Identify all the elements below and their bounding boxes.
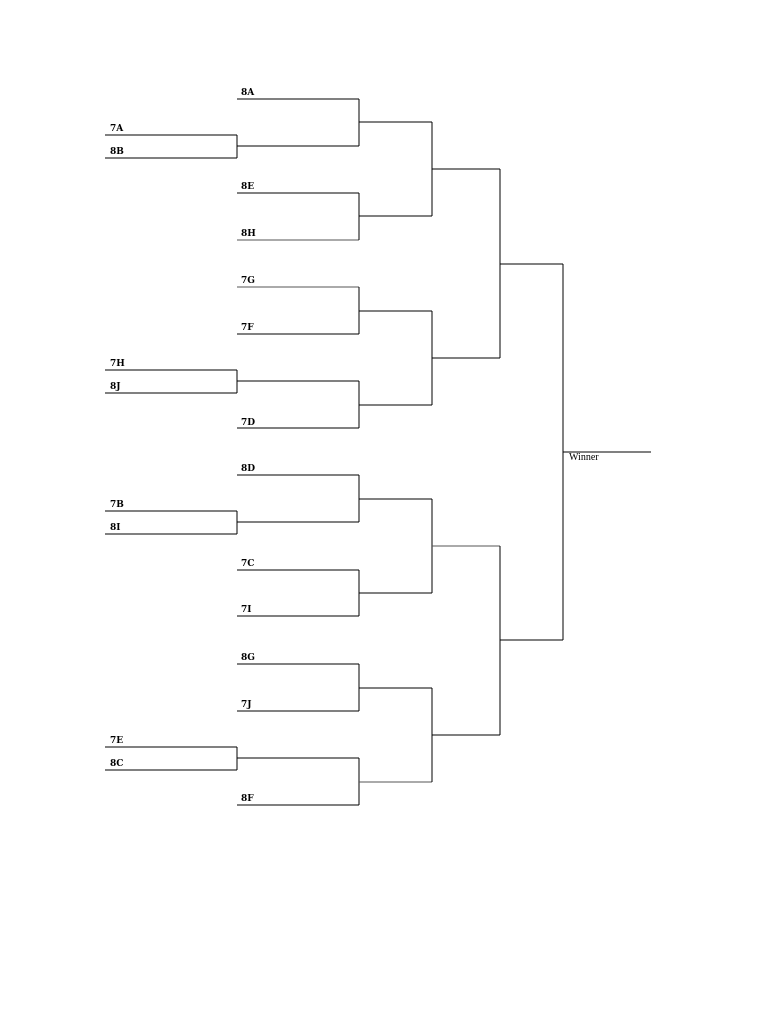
team-label: 8J [110,382,121,392]
team-label: 7A [110,124,124,134]
team-label: 7G [241,276,255,286]
team-label: 7D [241,418,256,428]
team-label: 8I [110,523,121,533]
play-in-round [105,134,238,771]
team-label: 8G [241,653,255,663]
winner-label: Winner [569,452,599,463]
team-label: 7B [110,500,124,510]
team-label: 7C [241,559,255,569]
team-label: 7E [110,736,124,746]
team-label: 8F [241,794,254,804]
round-1 [237,98,360,806]
final-round [500,263,564,641]
team-label: 8H [241,229,256,239]
team-label: 8A [241,88,255,98]
round-3 [432,168,501,736]
team-label: 8B [110,147,124,157]
team-label: 7F [241,323,254,333]
team-label: 7J [241,700,252,710]
team-label: 8E [241,182,255,192]
team-label: 7H [110,359,125,369]
team-label: 7I [241,605,252,615]
round-2 [359,121,433,783]
team-label: 8D [241,464,256,474]
team-label: 8C [110,759,124,769]
